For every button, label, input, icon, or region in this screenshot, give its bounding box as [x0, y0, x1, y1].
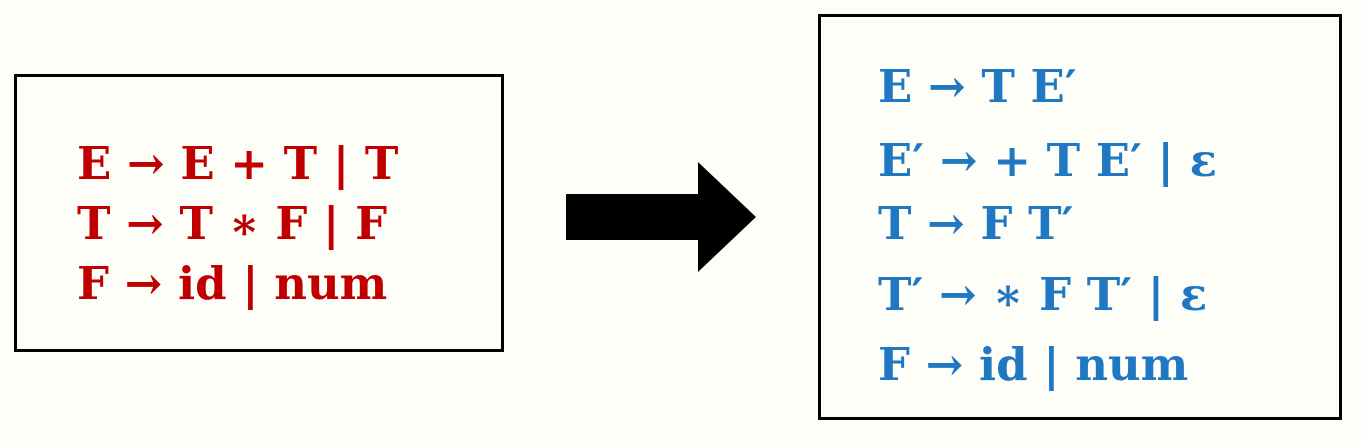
original-rule-t: T → T ∗ F | F	[77, 197, 388, 250]
original-rule-f: F → id | num	[77, 257, 388, 310]
transformed-grammar-box: E → T E′ E′ → + T E′ | ε T → F T′ T′ → ∗…	[818, 14, 1342, 420]
right-arrow-icon	[566, 162, 756, 272]
transformed-rule-f: F → id | num	[878, 338, 1189, 391]
transformed-rule-t: T → F T′	[878, 197, 1074, 250]
transformed-rule-e-prime: E′ → + T E′ | ε	[878, 134, 1217, 187]
original-grammar-box: E → E + T | T T → T ∗ F | F F → id | num	[14, 74, 504, 352]
transformed-rule-t-prime: T′ → ∗ F T′ | ε	[878, 268, 1208, 321]
transformed-rule-e: E → T E′	[878, 60, 1077, 113]
original-rule-e: E → E + T | T	[77, 137, 399, 190]
